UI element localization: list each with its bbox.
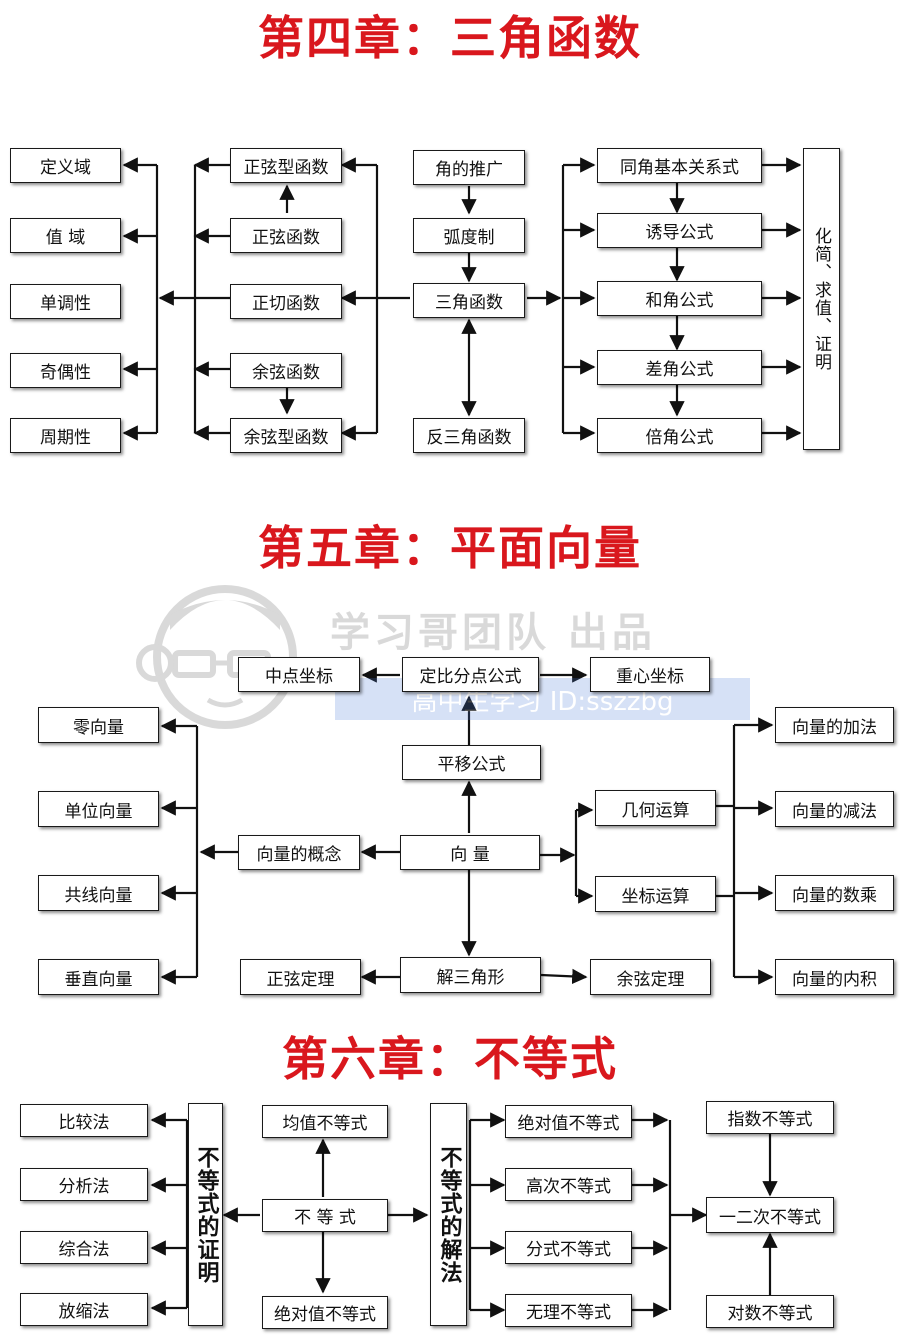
ch6-inequality-box: 不 等 式 bbox=[262, 1199, 388, 1232]
ch5-addition-box: 向量的加法 bbox=[775, 707, 894, 743]
ch4-sine-type-box: 正弦型函数 bbox=[230, 148, 342, 183]
ch6-exponential-box: 指数不等式 bbox=[706, 1101, 834, 1134]
ch4-radian-box: 弧度制 bbox=[413, 218, 525, 253]
ch6-high-degree-box: 高次不等式 bbox=[505, 1168, 632, 1201]
ch6-scaling-box: 放缩法 bbox=[20, 1293, 148, 1326]
ch5-vector-box: 向 量 bbox=[400, 835, 540, 870]
ch6-proof-label: 不等式的证明 bbox=[193, 1145, 219, 1284]
ch6-logarithmic-box: 对数不等式 bbox=[706, 1295, 834, 1328]
ch5-translation-box: 平移公式 bbox=[402, 745, 541, 780]
ch6-comparison-box: 比较法 bbox=[20, 1104, 148, 1137]
ch4-identity-box: 同角基本关系式 bbox=[597, 148, 762, 183]
ch5-unit-vector-box: 单位向量 bbox=[38, 791, 159, 827]
ch5-perpendicular-box: 垂直向量 bbox=[38, 959, 159, 995]
chapter4-title: 第四章：三角函数 bbox=[258, 11, 642, 65]
ch5-collinear-box: 共线向量 bbox=[38, 875, 159, 911]
ch4-diff-angle-box: 差角公式 bbox=[597, 350, 762, 385]
ch5-inner-product-box: 向量的内积 bbox=[775, 959, 894, 995]
ch4-trig-function-box: 三角函数 bbox=[413, 283, 525, 318]
ch6-mean-ineq-box: 均值不等式 bbox=[262, 1105, 388, 1138]
ch4-sum-angle-box: 和角公式 bbox=[597, 281, 762, 316]
ch4-parity-box: 奇偶性 bbox=[10, 353, 121, 388]
ch5-section-formula-box: 定比分点公式 bbox=[402, 657, 539, 692]
ch6-solve-box: 不等式的解法 bbox=[430, 1103, 467, 1326]
ch4-monotonic-box: 单调性 bbox=[10, 284, 121, 319]
ch6-abs-ineq-box: 绝对值不等式 bbox=[262, 1296, 388, 1329]
ch6-quadratic-box: 一二次不等式 bbox=[706, 1197, 834, 1233]
ch4-domain-box: 定义域 bbox=[10, 148, 121, 183]
ch4-double-angle-box: 倍角公式 bbox=[597, 418, 762, 453]
ch5-scalar-mult-box: 向量的数乘 bbox=[775, 875, 894, 911]
chapter6-title: 第六章：不等式 bbox=[282, 1032, 618, 1086]
ch4-period-box: 周期性 bbox=[10, 418, 121, 453]
ch4-simplify-label: 化简、求值、证明 bbox=[811, 227, 831, 371]
ch4-cosine-type-box: 余弦型函数 bbox=[230, 418, 342, 453]
ch6-irrational-box: 无理不等式 bbox=[505, 1294, 632, 1327]
ch6-solve-label: 不等式的解法 bbox=[436, 1145, 462, 1284]
ch6-analysis-box: 分析法 bbox=[20, 1168, 148, 1201]
ch6-abs-value-type-box: 绝对值不等式 bbox=[505, 1105, 632, 1138]
ch4-inverse-trig-box: 反三角函数 bbox=[413, 418, 525, 453]
ch5-centroid-box: 重心坐标 bbox=[590, 657, 710, 692]
ch4-sine-box: 正弦函数 bbox=[230, 218, 342, 253]
ch5-cosine-law-box: 余弦定理 bbox=[590, 959, 711, 995]
ch5-coordinate-op-box: 坐标运算 bbox=[595, 876, 716, 912]
ch6-fractional-box: 分式不等式 bbox=[505, 1231, 632, 1264]
ch6-proof-box: 不等式的证明 bbox=[188, 1103, 223, 1326]
ch5-geometric-op-box: 几何运算 bbox=[595, 790, 716, 826]
ch5-subtraction-box: 向量的减法 bbox=[775, 791, 894, 827]
ch4-angle-extension-box: 角的推广 bbox=[413, 150, 525, 185]
ch4-cosine-box: 余弦函数 bbox=[230, 353, 342, 388]
ch5-sine-law-box: 正弦定理 bbox=[240, 959, 361, 995]
ch4-tangent-box: 正切函数 bbox=[230, 284, 342, 319]
ch6-synthesis-box: 综合法 bbox=[20, 1231, 148, 1264]
ch5-solve-triangle-box: 解三角形 bbox=[400, 957, 541, 993]
chapter5-title: 第五章：平面向量 bbox=[258, 521, 642, 575]
ch4-range-box: 值 域 bbox=[10, 218, 121, 253]
ch4-induction-box: 诱导公式 bbox=[597, 213, 762, 248]
ch5-midpoint-box: 中点坐标 bbox=[238, 657, 360, 692]
ch4-simplify-box: 化简、求值、证明 bbox=[803, 148, 840, 450]
ch5-concept-box: 向量的概念 bbox=[238, 835, 360, 870]
ch5-zero-vector-box: 零向量 bbox=[38, 707, 159, 743]
